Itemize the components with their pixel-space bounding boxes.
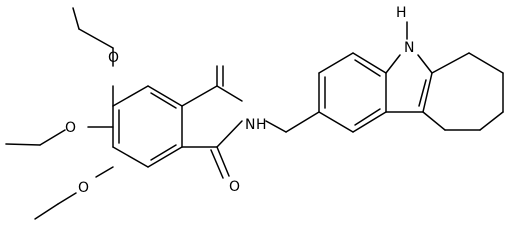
- bond: [147, 85, 183, 107]
- bond: [318, 111, 354, 133]
- ethoxy-group-bottom: [34, 166, 114, 220]
- atom-label-nitrogen: N: [404, 40, 414, 56]
- ethoxy-group-middle: [5, 126, 114, 146]
- bond: [431, 52, 470, 74]
- bond: [285, 111, 320, 133]
- amide-group: [181, 65, 320, 133]
- bond: [468, 52, 504, 74]
- bond: [181, 85, 218, 107]
- bond: [479, 111, 504, 131]
- bond: [216, 146, 230, 177]
- double-bond: [150, 92, 177, 109]
- atom-label-hydrogen: H: [256, 117, 267, 133]
- double-bond: [418, 79, 427, 107]
- bond: [417, 54, 433, 74]
- double-bond: [150, 144, 177, 161]
- bond: [112, 85, 149, 107]
- bond: [352, 52, 387, 74]
- double-bond: [354, 59, 381, 77]
- bond: [34, 203, 59, 220]
- double-bond: [354, 108, 381, 126]
- bond: [72, 7, 80, 30]
- bond: [422, 72, 433, 113]
- bond: [216, 85, 243, 102]
- benzene-ring: [112, 85, 183, 168]
- bond: [265, 120, 287, 133]
- bond: [352, 111, 387, 133]
- bond: [5, 143, 41, 146]
- carbazole-benzene-ring: [318, 52, 387, 133]
- bond: [216, 120, 243, 148]
- pyrrole-ring: [385, 54, 433, 113]
- atom-label-nitrogen: N: [245, 117, 255, 133]
- bond: [422, 111, 446, 131]
- bond: [385, 54, 401, 74]
- molecule-diagram: O O O O N H H N: [5, 5, 504, 220]
- bond: [112, 146, 149, 168]
- molecule-structure: O O O O N H H N: [5, 5, 504, 220]
- bond: [57, 192, 77, 205]
- bond: [147, 146, 183, 168]
- bond: [95, 166, 114, 178]
- bond: [78, 28, 114, 49]
- double-bond: [210, 149, 224, 179]
- ethoxy-group-top: [72, 7, 114, 107]
- bond: [39, 129, 66, 146]
- atom-label-oxygen: O: [65, 120, 76, 136]
- atom-label-hydrogen: H: [396, 5, 407, 21]
- cyclohexane-ring: [422, 52, 504, 131]
- bond: [318, 52, 354, 74]
- atom-label-oxygen: O: [229, 179, 240, 195]
- atom-label-oxygen: O: [78, 180, 89, 196]
- atom-label-oxygen: O: [108, 50, 119, 66]
